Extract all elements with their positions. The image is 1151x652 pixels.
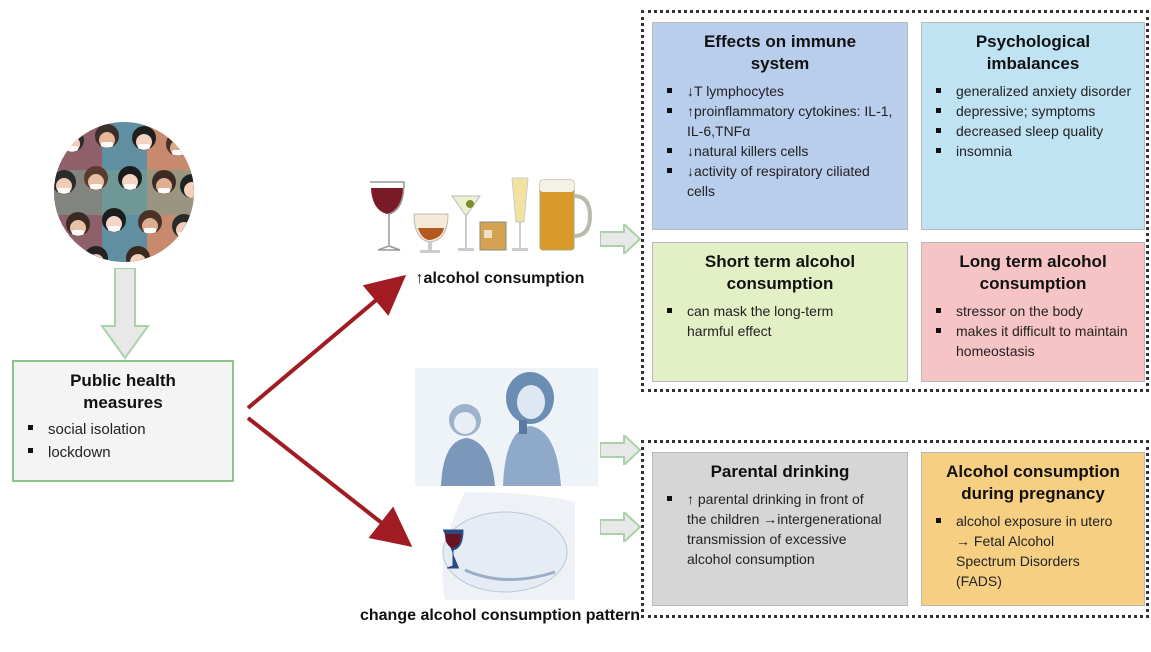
down-arrow <box>100 268 150 360</box>
list-item: generalized anxiety disorder <box>934 81 1132 101</box>
immune-title: Effects on immune system <box>703 32 857 73</box>
list-item: alcohol exposure in utero → Fetal Alcoho… <box>934 511 1132 591</box>
increase-alcohol-caption: ↑alcohol consumption <box>415 270 585 287</box>
list-item: insomnia <box>934 141 1132 161</box>
crowd-illustration <box>54 122 194 262</box>
list-item: ↑proinflammatory cytokines: IL-1, IL-6,T… <box>665 101 895 141</box>
green-arrow-bottom <box>600 512 642 542</box>
green-arrow-top <box>600 224 642 254</box>
pregnancy-title: Alcohol consumption during pregnancy <box>946 462 1120 503</box>
list-item: makes it difficult to maintain homeostas… <box>934 321 1132 361</box>
long-term-title: Long term alcohol consumption <box>959 252 1107 293</box>
list-item: depressive; symptoms <box>934 101 1132 121</box>
arrow-down-line <box>246 416 413 547</box>
short-term-title: Short term alcohol consumption <box>704 252 856 293</box>
psych-title: Psychological imbalances <box>975 32 1091 73</box>
pattern-container <box>641 440 1149 618</box>
list-item: decreased sleep quality <box>934 121 1132 141</box>
effects-container <box>641 10 1149 392</box>
alcohol-glasses-illustration <box>370 177 593 253</box>
green-arrow-middle <box>600 435 642 465</box>
pregnancy-box: Alcohol consumption during pregnancy alc… <box>921 452 1145 606</box>
psych-box: Psychological imbalances generalized anx… <box>921 22 1145 230</box>
list-item: ↓natural killers cells <box>665 141 895 161</box>
red-arrows <box>246 274 413 547</box>
list-item: ↓activity of respiratory ciliated cells <box>665 161 895 201</box>
list-item: ↓T lymphocytes <box>665 81 895 101</box>
list-item: stressor on the body <box>934 301 1132 321</box>
change-pattern-caption: change alcohol consumption pattern <box>359 607 641 624</box>
list-item: lockdown <box>26 441 220 464</box>
arrow-up-line <box>246 274 407 410</box>
immune-effects-box: Effects on immune system ↓T lymphocytes … <box>652 22 908 230</box>
public-health-title: Public health measures <box>70 371 176 412</box>
list-item: social isolation <box>26 418 220 441</box>
public-health-box: Public health measures social isolation … <box>12 360 234 482</box>
parental-title: Parental drinking <box>710 462 850 481</box>
short-term-box: Short term alcohol consumption can mask … <box>652 242 908 382</box>
list-item: can mask the long-term harmful effect <box>665 301 895 341</box>
parental-drinking-box: Parental drinking ↑ parental drinking in… <box>652 452 908 606</box>
long-term-box: Long term alcohol consumption stressor o… <box>921 242 1145 382</box>
list-item: ↑ parental drinking in front of the chil… <box>665 489 895 569</box>
pregnancy-illustration <box>442 492 575 600</box>
parent-child-illustration <box>415 368 598 486</box>
